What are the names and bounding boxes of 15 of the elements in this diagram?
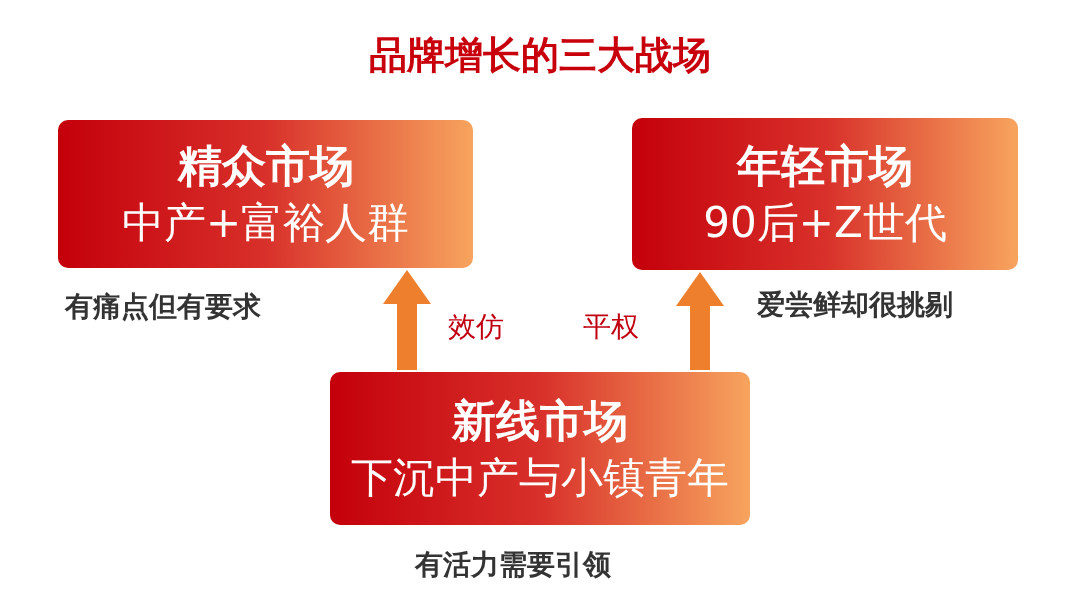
box-subtitle: 90后+Z世代 xyxy=(703,197,947,249)
arrow xyxy=(676,272,724,370)
note-text: 有痛点但有要求 xyxy=(65,289,261,325)
market-box xyxy=(58,120,473,268)
market-box xyxy=(330,372,750,525)
box-heading: 新线市场 xyxy=(452,393,628,448)
market-box xyxy=(632,118,1018,270)
note-text: 爱尝鲜却很挑剔 xyxy=(757,287,953,323)
title: 品牌增长的三大战场 xyxy=(369,33,711,77)
box-heading: 精众市场 xyxy=(177,139,354,193)
box-subtitle: 下沉中产与小镇青年 xyxy=(351,451,729,504)
note-text: 有活力需要引领 xyxy=(415,547,611,583)
box-subtitle: 中产+富裕人群 xyxy=(121,197,410,249)
box-heading: 年轻市场 xyxy=(737,139,913,193)
arrow xyxy=(383,270,431,370)
